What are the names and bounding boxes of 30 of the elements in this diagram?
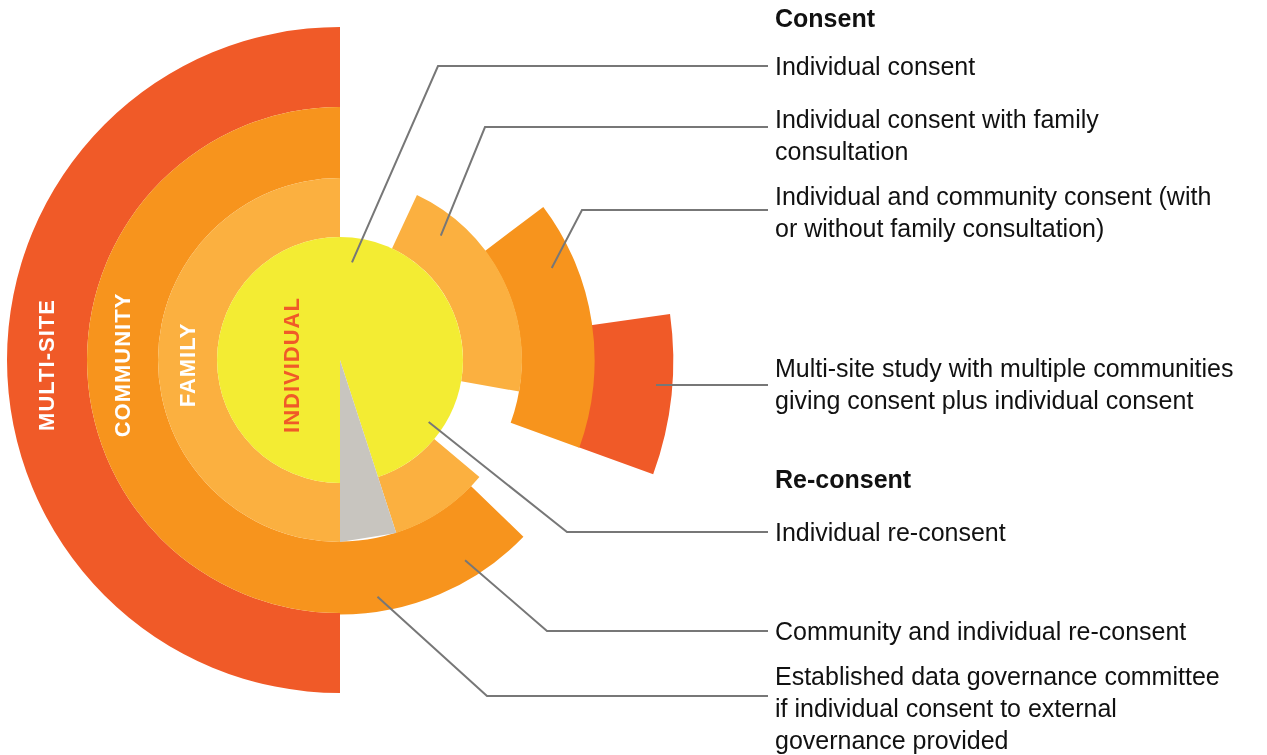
callout-text: Individual re-consent [775,516,1237,548]
outer-half-ring [7,27,340,693]
leader-line [550,209,769,269]
outer-ring-sector [577,313,673,474]
leader-line [376,595,769,697]
callout-text: Established data governance committee if individual consent to external governance provided [775,660,1237,755]
leader-line [351,65,769,264]
callout-text: Multi-site study with multiple communities giving consent plus individual consent [775,352,1237,416]
inner-ring-sector [391,195,522,392]
middle-ring-sector [340,486,524,615]
callout-text: Individual consent [775,50,1237,82]
inner-ring-sector [378,439,480,534]
leader-line [655,384,769,386]
inner-half-ring [158,178,340,542]
leader-line [464,559,769,632]
ring-label: COMMUNITY [110,292,136,438]
callout-text: Individual consent with family consultation [775,103,1237,167]
blank-wedge [340,360,397,542]
center-sector [340,237,463,360]
center-sector [340,360,463,477]
leader-line [439,126,769,237]
section-heading: Consent [775,3,875,34]
ring-label: INDIVIDUAL [279,297,305,433]
callout-text: Community and individual re-consent [775,615,1237,647]
middle-ring-sector [485,206,595,448]
leader-line [427,421,769,533]
ring-label: FAMILY [175,322,201,408]
ring-label: MULTI-SITE [34,299,60,431]
section-heading: Re-consent [775,464,912,495]
callout-text: Individual and community consent (with or without family consultation) [775,180,1237,244]
